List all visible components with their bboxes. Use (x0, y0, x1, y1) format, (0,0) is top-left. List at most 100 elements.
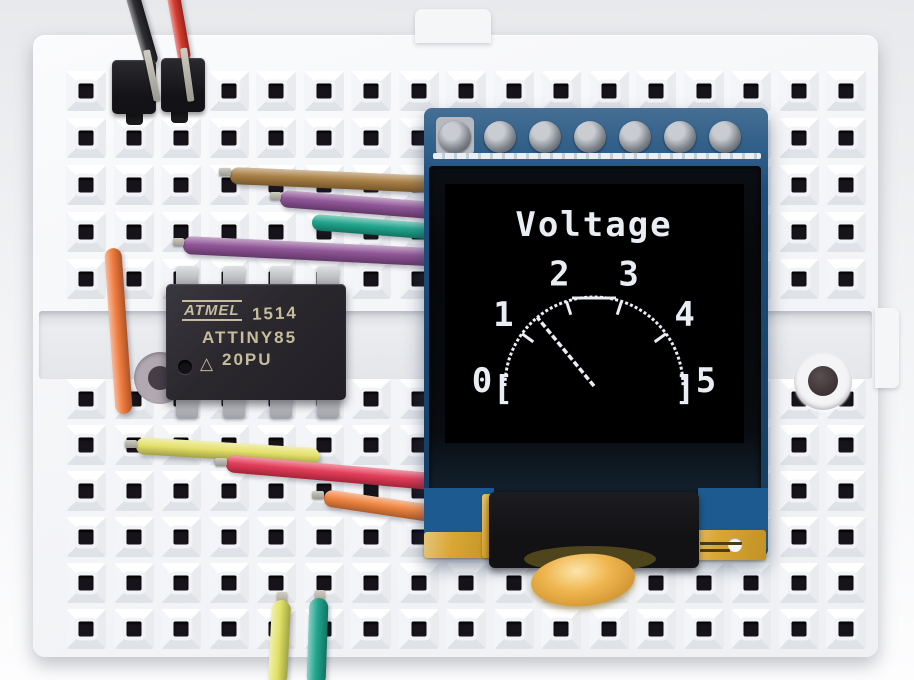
chip-triangle-mark: △ (200, 354, 214, 373)
breadboard-hole (66, 259, 106, 299)
breadboard-hole (826, 425, 866, 465)
breadboard-hole (161, 563, 201, 603)
tinned-wire-end (312, 491, 324, 499)
gauge-bracket-left: [ (493, 369, 513, 409)
breadboard-hole (541, 609, 581, 649)
breadboard-hole (113, 517, 154, 557)
breadboard-hole (113, 471, 154, 511)
chip-pin (223, 396, 245, 418)
breadboard-hole (778, 517, 819, 557)
breadboard-hole (208, 517, 249, 557)
attiny85-chip: ATMEL 1514 ATTINY85 20PU △ (166, 284, 346, 400)
breadboard-hole (66, 471, 106, 511)
breadboard-hole (446, 71, 486, 111)
breadboard-hole (541, 71, 581, 111)
breadboard-hole (351, 71, 391, 111)
gauge-scale-label: 0 (472, 361, 492, 401)
breadboard-hole (683, 609, 724, 649)
gauge-tick (653, 332, 667, 344)
tinned-wire-end (125, 440, 137, 448)
chip-pin (270, 266, 292, 288)
gauge-tick (565, 300, 573, 316)
breadboard-hole (826, 609, 866, 649)
breadboard-hole (66, 212, 106, 252)
oled-pin (529, 121, 561, 153)
breadboard-hole (161, 471, 201, 511)
breadboard-hole (161, 609, 201, 649)
breadboard-hole (636, 563, 676, 603)
breadboard-tab-top (415, 9, 491, 43)
breadboard-hole (256, 563, 296, 603)
tinned-wire-end (219, 168, 231, 176)
gauge-bracket-right: ] (675, 369, 695, 409)
breadboard-hole (303, 517, 344, 557)
tinned-wire-end (270, 192, 281, 200)
breadboard-hole (778, 118, 819, 158)
chip-pin (223, 266, 245, 288)
breadboard-hole (731, 563, 771, 603)
breadboard-hole (351, 379, 391, 419)
tinned-wire-end (277, 592, 287, 606)
breadboard-hole (588, 71, 629, 111)
breadboard-hole (66, 118, 106, 158)
breadboard-hole (351, 609, 391, 649)
breadboard-hole (208, 118, 249, 158)
chip-package-code: 20PU (222, 350, 273, 369)
breadboard-hole (66, 609, 106, 649)
teal-wire-bottom (306, 597, 329, 680)
breadboard-hole (493, 71, 534, 111)
breadboard-hole (778, 165, 819, 205)
breadboard-hole (161, 118, 201, 158)
breadboard-hole (66, 563, 106, 603)
breadboard-hole (493, 609, 534, 649)
oled-silkscreen-line (433, 153, 761, 159)
breadboard-hole (826, 71, 866, 111)
oled-title: Voltage (515, 205, 672, 245)
breadboard-hole (778, 471, 819, 511)
chip-brand-logo: ATMEL (182, 300, 242, 321)
breadboard-hole (256, 71, 296, 111)
breadboard-hole (683, 563, 724, 603)
breadboard-hole (351, 425, 391, 465)
pcb-mount-hole (728, 538, 742, 552)
oled-pin (484, 121, 516, 153)
breadboard-hole (493, 563, 534, 603)
oled-pin (574, 121, 606, 153)
gauge-tick (521, 332, 535, 344)
breadboard-hole (778, 609, 819, 649)
breadboard-hole (778, 71, 819, 111)
breadboard-hole (826, 563, 866, 603)
breadboard-hole (66, 165, 106, 205)
breadboard-hole (826, 212, 866, 252)
chip-pin (270, 396, 292, 418)
breadboard-hole (256, 517, 296, 557)
breadboard-hole (636, 609, 676, 649)
breadboard-hole (256, 118, 296, 158)
breadboard-hole (208, 71, 249, 111)
gauge-scale-label: 3 (618, 255, 638, 295)
breadboard-hole (208, 563, 249, 603)
breadboard-hole (113, 563, 154, 603)
breadboard-hole (778, 259, 819, 299)
chip-pin (317, 266, 339, 288)
breadboard-hole (351, 259, 391, 299)
oled-pin (619, 121, 651, 153)
breadboard-hole (398, 71, 439, 111)
gauge-tick (615, 300, 623, 316)
breadboard-hole (208, 471, 249, 511)
breadboard-hole (208, 609, 249, 649)
gauge-scale-label: 2 (549, 255, 569, 295)
breadboard-hole (303, 118, 344, 158)
breadboard-hole (398, 563, 439, 603)
breadboard-hole (113, 609, 154, 649)
breadboard-hole (66, 379, 106, 419)
breadboard-hole (351, 517, 391, 557)
oled-pin (664, 121, 696, 153)
breadboard-hole (826, 165, 866, 205)
mount-hole-right (794, 352, 852, 410)
breadboard-hole (778, 563, 819, 603)
chip-part-number: ATTINY85 (202, 328, 298, 347)
